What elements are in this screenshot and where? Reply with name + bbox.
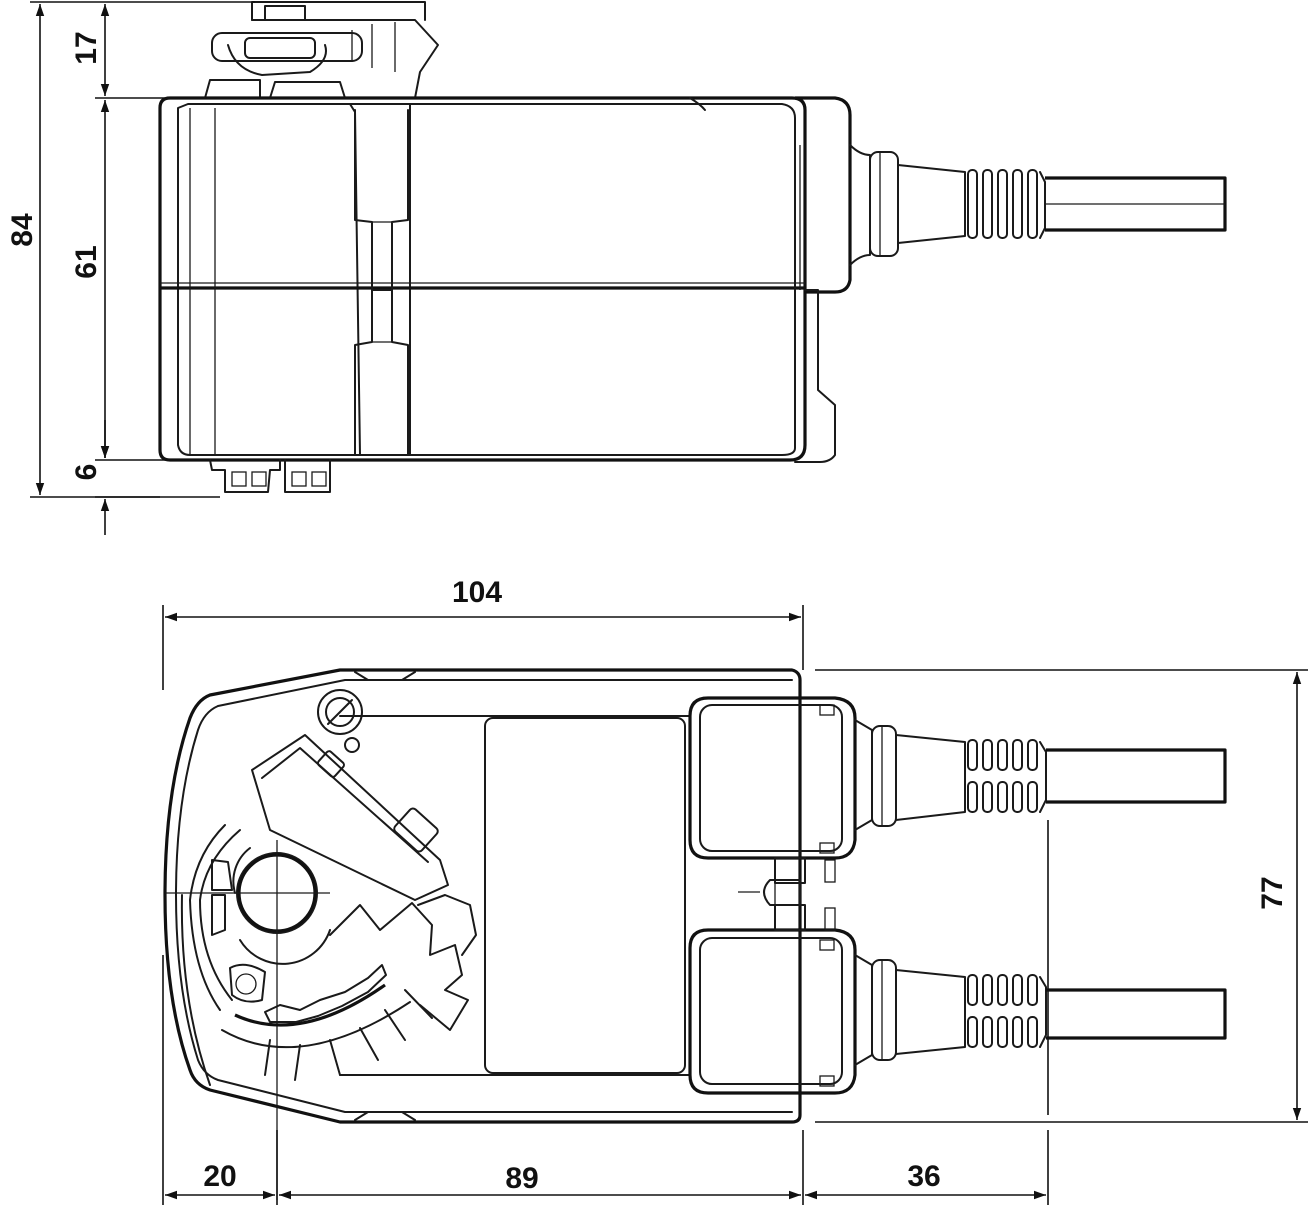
dim-overall-height: 84 [6, 213, 39, 247]
actuator-housing-side [158, 96, 807, 462]
front-view: 104 77 20 89 36 [162, 576, 1308, 1205]
dim-overall-width: 104 [452, 576, 502, 609]
strain-relief-ribs-lower [967, 974, 1038, 1048]
bottom-feet [209, 459, 331, 493]
dim-bottom-clearance: 6 [70, 464, 103, 481]
dim-body-height: 61 [70, 245, 103, 278]
cable-lower [854, 954, 1227, 1066]
cable-gland-side [849, 144, 1227, 266]
gear-sector [189, 824, 477, 1081]
front-view-dimensions: 104 77 20 89 36 [162, 576, 1308, 1205]
top-clip-assembly [204, 1, 439, 99]
dim-cable-extension: 36 [907, 1160, 940, 1193]
connector-block-upper [688, 696, 857, 860]
dim-left-offset: 20 [203, 1160, 236, 1193]
manual-override-knob [317, 689, 363, 753]
connector-block-lower [688, 928, 857, 1095]
center-mounting-pin [738, 857, 836, 931]
top-view: 84 17 61 6 [6, 1, 1227, 535]
dim-body-length: 89 [505, 1162, 538, 1195]
cable-upper [854, 719, 1227, 831]
end-cap-side [794, 96, 852, 463]
spindle-clamp [165, 734, 449, 1200]
strain-relief-ribs-upper [967, 739, 1038, 813]
top-view-dimensions: 84 17 61 6 [6, 1, 255, 535]
dim-front-height: 77 [1256, 876, 1289, 909]
dim-top-clearance: 17 [70, 31, 103, 64]
actuator-housing-front [163, 668, 802, 1124]
strain-relief-ribs [967, 169, 1038, 239]
